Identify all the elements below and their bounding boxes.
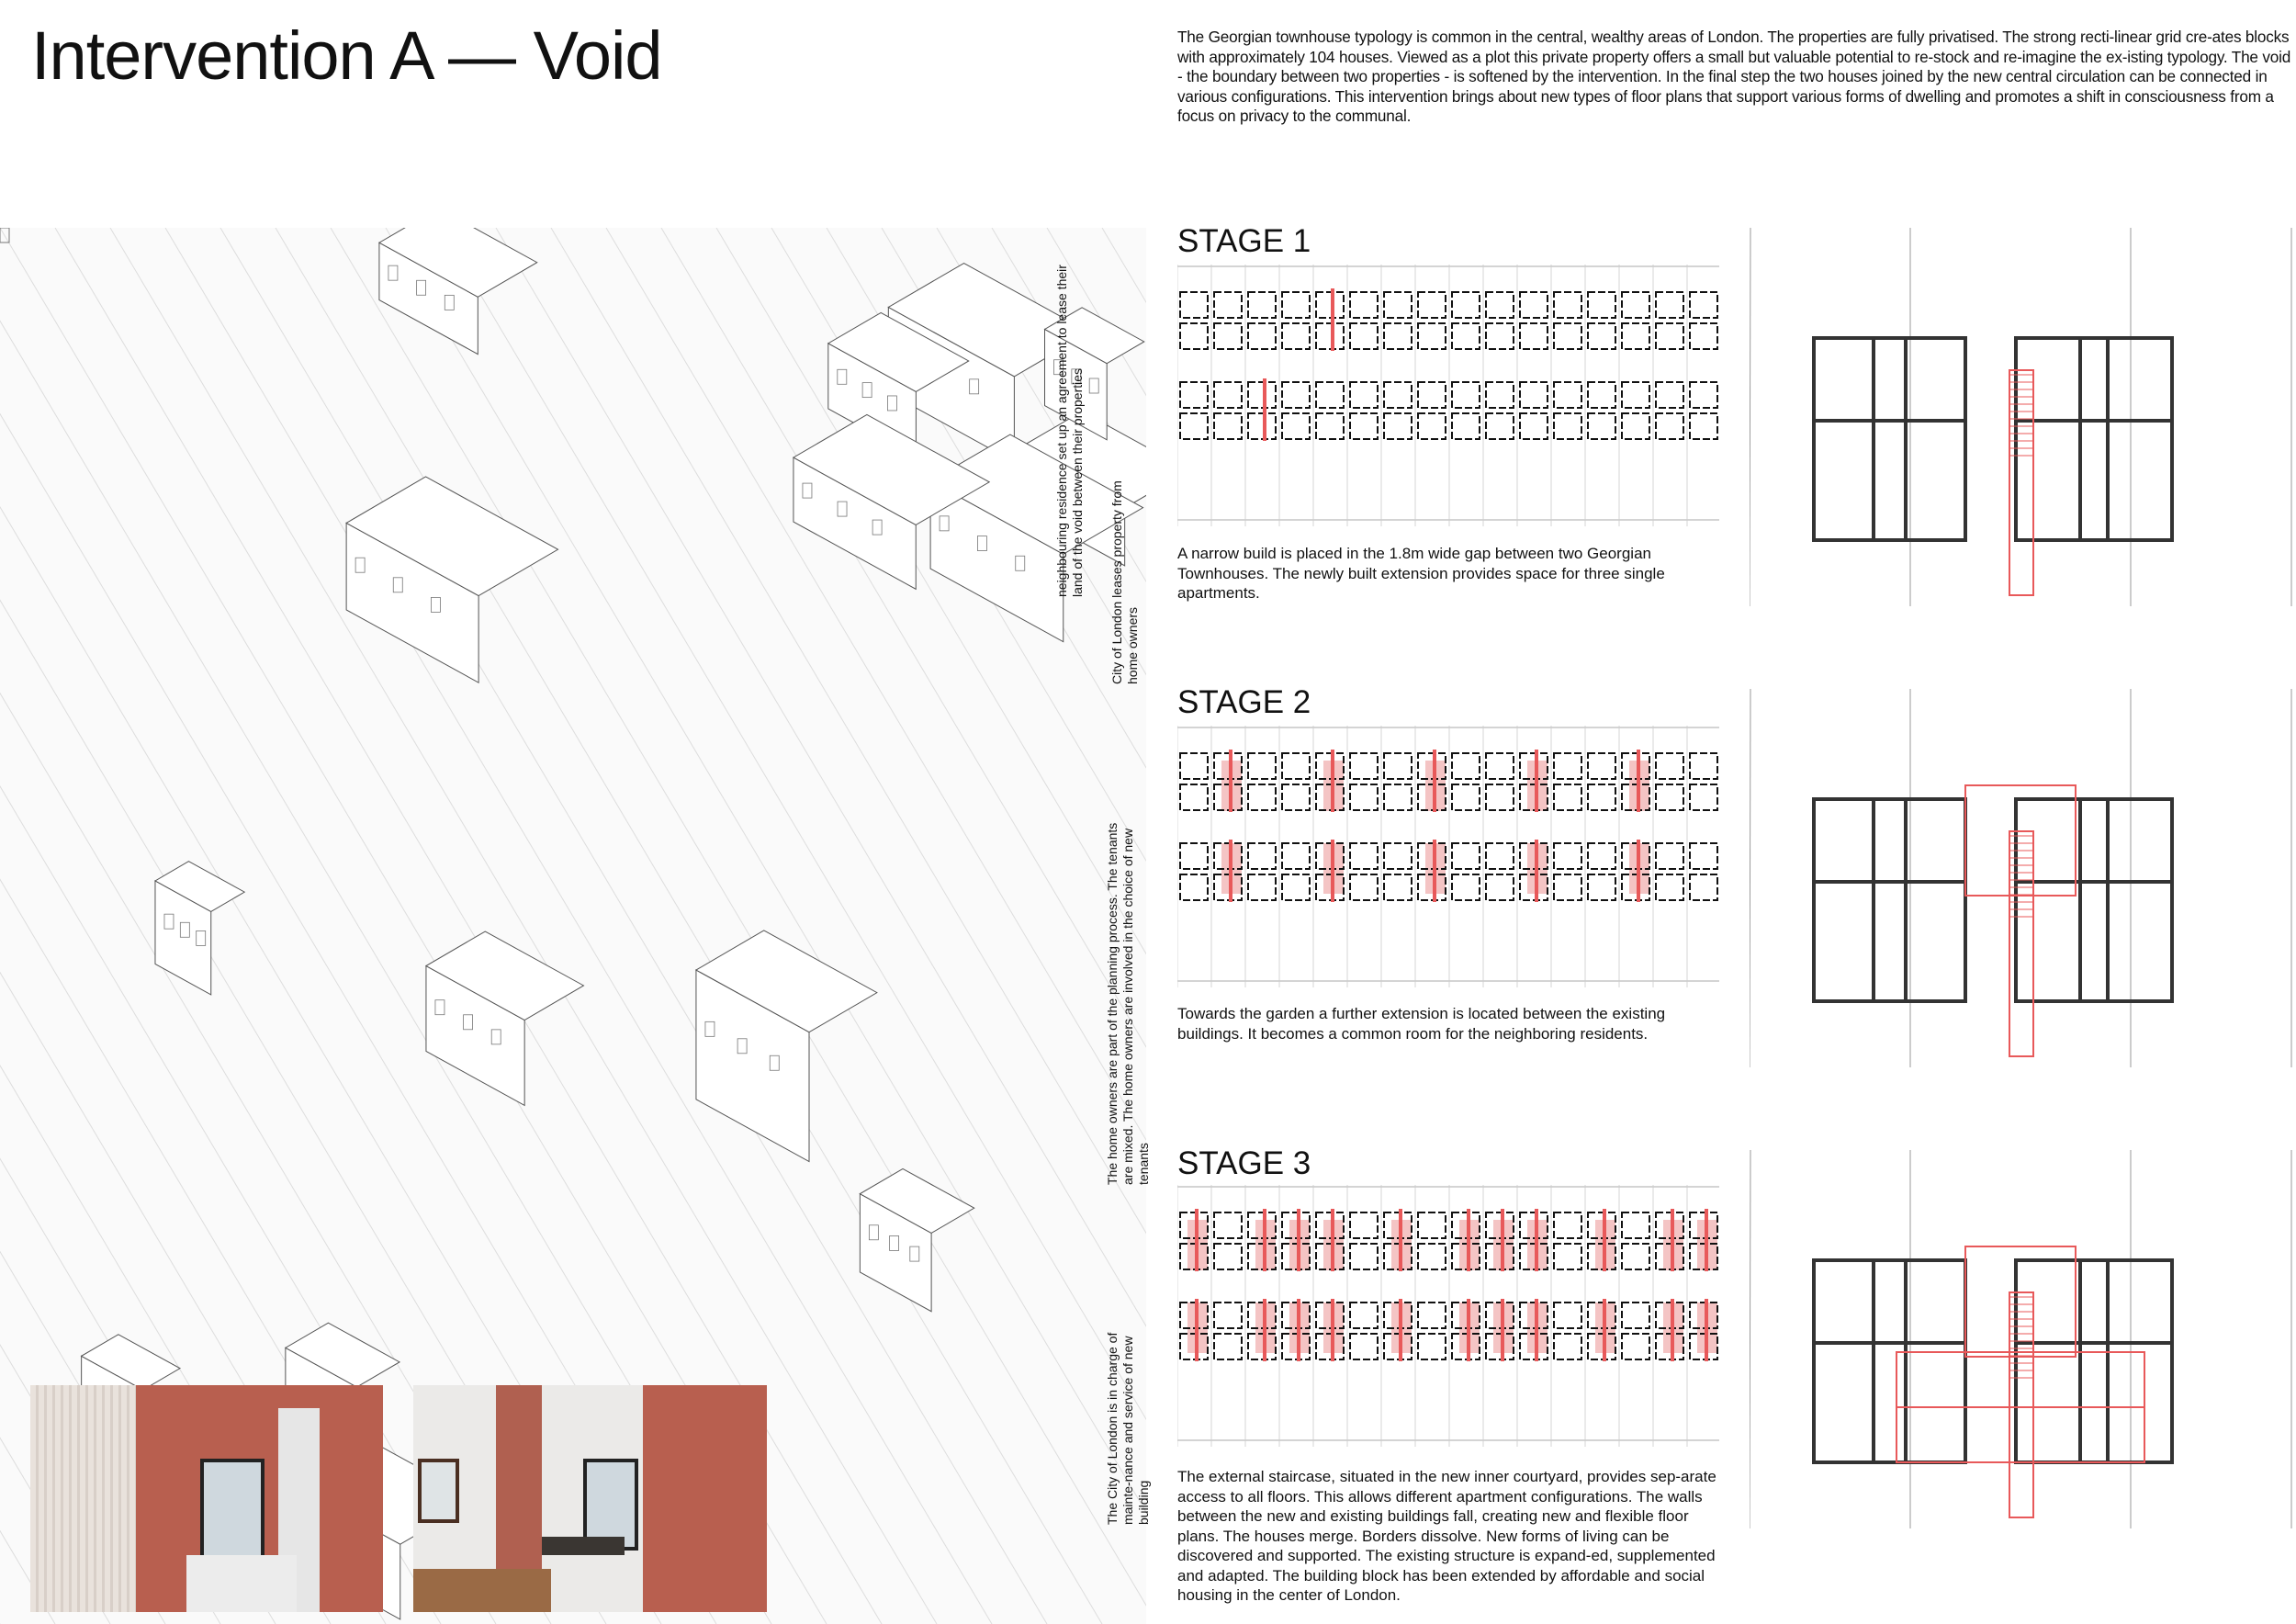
stage-2-heading: STAGE 2	[1177, 684, 1311, 720]
stage-3-block-plan	[1177, 1185, 1719, 1447]
stage-3-text: The external staircase, situated in the …	[1177, 1468, 1716, 1604]
stage-1-text: A narrow build is placed in the 1.8m wid…	[1177, 545, 1665, 602]
stage-1-floor-plan	[1750, 228, 2292, 606]
interior-render-2	[413, 1385, 767, 1612]
annotation-maintenance: The City of London is in charge of maint…	[1105, 1332, 1151, 1525]
intro-paragraph: The Georgian townhouse typology is commo…	[1177, 28, 2291, 125]
stage-3-heading: STAGE 3	[1177, 1145, 1311, 1181]
annotation-city-leases: City of London leases property from home…	[1109, 480, 1140, 684]
interior-render-1	[30, 1385, 383, 1612]
annotation-lease-agreement: neighbouring residence set up an agreeme…	[1054, 265, 1085, 597]
page-title: Intervention A — Void	[31, 17, 663, 94]
stage-2-block-plan	[1177, 726, 1719, 987]
annotation-planning-process: The home owners are part of the planning…	[1105, 822, 1151, 1185]
stage-2-text: Towards the garden a further extension i…	[1177, 1005, 1666, 1043]
stage-3-floor-plan	[1750, 1150, 2292, 1529]
stage-2-floor-plan	[1750, 689, 2292, 1068]
stage-1-block-plan	[1177, 265, 1719, 526]
stage-1-heading: STAGE 1	[1177, 223, 1311, 259]
